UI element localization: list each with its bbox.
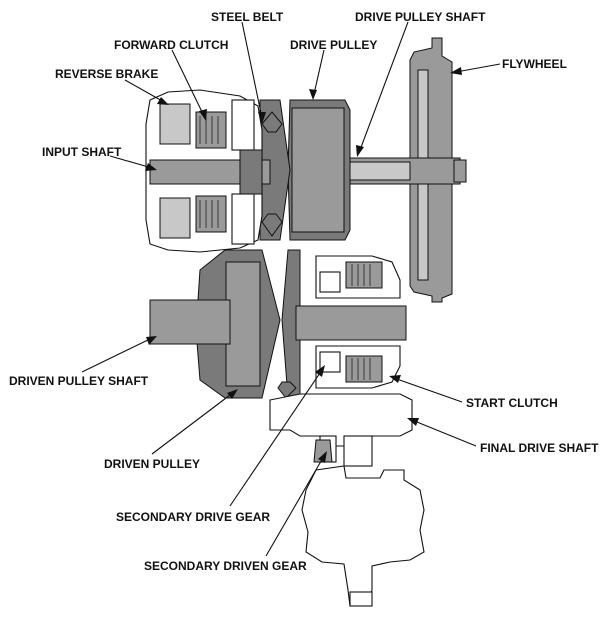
label-secondary-drive-gear: SECONDARY DRIVE GEAR xyxy=(116,510,270,524)
secondary-drive-gear-part xyxy=(313,439,333,463)
label-input-shaft: INPUT SHAFT xyxy=(42,145,122,159)
label-secondary-driven-gear: SECONDARY DRIVEN GEAR xyxy=(144,559,307,573)
label-driven-pulley-shaft: DRIVEN PULLEY SHAFT xyxy=(9,374,149,388)
steel-belt-part xyxy=(261,111,283,237)
label-reverse-brake: REVERSE BRAKE xyxy=(55,67,158,81)
input-shaft-part xyxy=(149,149,271,195)
label-drive-pulley: DRIVE PULLEY xyxy=(290,38,377,52)
secondary-driven-gear-part xyxy=(301,465,425,607)
label-driven-pulley: DRIVEN PULLEY xyxy=(104,457,200,471)
final-drive-shaft-part xyxy=(269,393,413,467)
label-drive-pulley-shaft: DRIVE PULLEY SHAFT xyxy=(355,10,486,24)
label-steel-belt: STEEL BELT xyxy=(211,10,284,24)
driven-pulley-shaft-part xyxy=(149,299,407,345)
label-flywheel: FLYWHEEL xyxy=(502,57,567,71)
label-start-clutch: START CLUTCH xyxy=(466,396,558,410)
start-clutch-part xyxy=(315,255,401,389)
drive-pulley-part xyxy=(259,99,351,241)
label-final-drive-shaft: FINAL DRIVE SHAFT xyxy=(480,441,599,455)
label-forward-clutch: FORWARD CLUTCH xyxy=(114,38,228,52)
steel-belt-lower-part xyxy=(277,381,297,399)
